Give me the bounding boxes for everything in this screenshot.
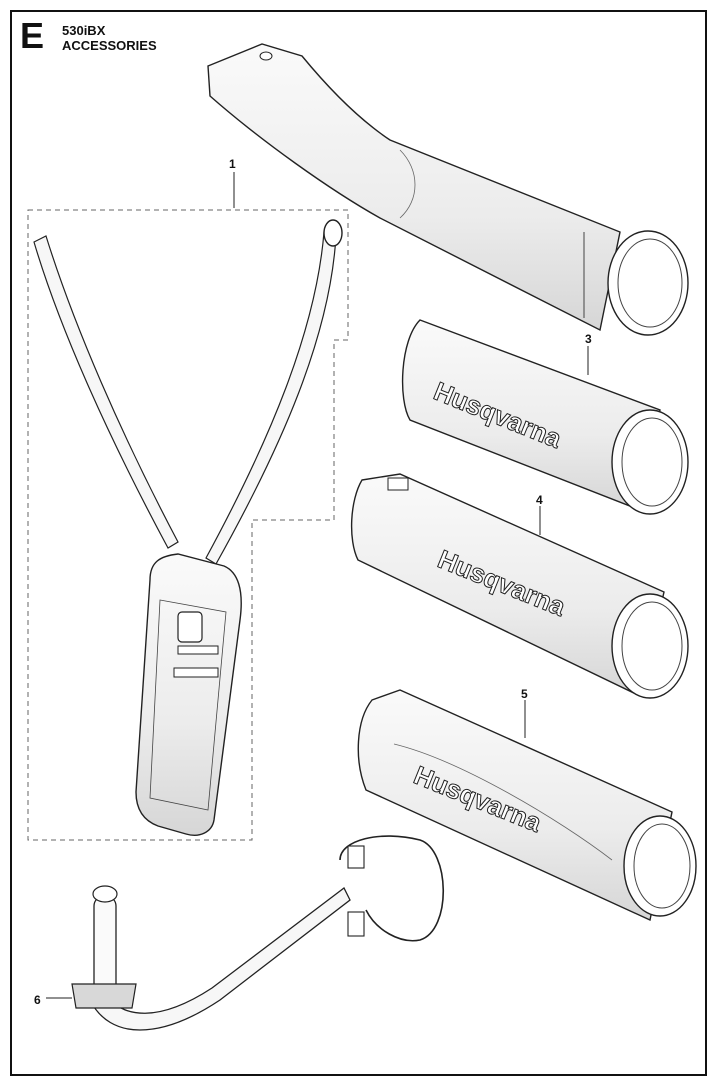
left-strap [33,235,179,549]
handle-grip [93,895,117,997]
handle-clamp [339,835,444,942]
group-dashed-frame [27,209,349,841]
part-1-harness [27,209,349,841]
harness-clip [177,611,203,643]
tube-4-outlet [611,593,689,699]
part-3-tube: Husqvarna [401,319,689,515]
nozzle-grip-edge [399,149,416,219]
model-number: 530iBX [62,23,106,38]
tube-4-outlet-inner [621,601,683,691]
strap-end-ring [323,219,343,247]
harness-slot-2 [173,667,219,678]
tube-3-body [401,319,661,511]
tube-5-outlet [623,815,697,917]
part-2-flat-nozzle [207,43,689,336]
pad-inner-outline [149,599,227,811]
section-letter: E [20,15,45,56]
handle-bar [89,887,351,1031]
tube-3-outlet-inner [621,417,683,507]
handle-grip-top [92,885,118,903]
callout-3: 3 [585,332,592,346]
tube-3-outlet [611,409,689,515]
harness-pad [135,553,242,836]
part-5-tube: Husqvarna [357,689,697,922]
callout-6: 6 [34,993,41,1007]
page-frame [10,10,707,1076]
nozzle-outlet-inner [617,238,683,328]
page-title: ACCESSORIES [62,38,157,53]
nozzle-outlet [607,230,689,336]
nozzle-hole [259,51,273,61]
handle-base [71,983,137,1009]
part-6-handle [71,835,444,1031]
clamp-knob-bottom [347,911,365,937]
part-4-tube: Husqvarna [350,473,689,699]
callout-4: 4 [536,493,543,507]
nozzle-body [207,43,621,332]
callout-1: 1 [229,157,236,171]
tube-5-groove [393,743,613,861]
tube-5-outlet-inner [633,823,691,909]
callout-5: 5 [521,687,528,701]
right-strap [205,231,337,565]
harness-slot-1 [177,645,219,655]
clamp-knob-top [347,845,365,869]
tube-4-latch [387,477,409,491]
